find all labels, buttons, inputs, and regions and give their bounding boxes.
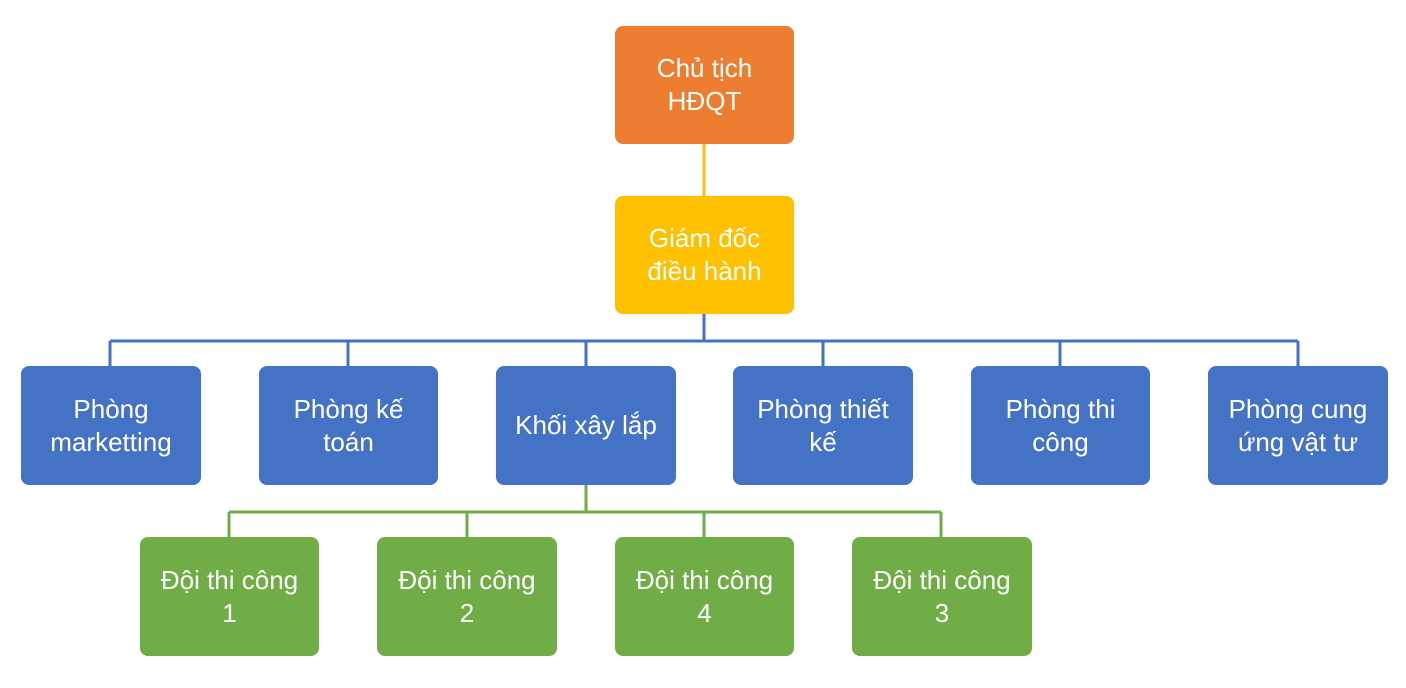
node-label-line2: ứng vật tư [1237, 426, 1359, 457]
node-label-line1: Phòng cung [1228, 393, 1368, 424]
node-label-line1: Phòng thiết [757, 393, 889, 424]
node-design-department: Phòng thiết kế [733, 366, 913, 485]
node-label-line1: Phòng [73, 393, 149, 424]
node-label-line1: Phòng thi [1005, 393, 1116, 424]
node-execution-department: Phòng thi công [971, 366, 1150, 485]
node-label-line2: 1 [222, 597, 237, 628]
node-chairman-line2: HĐQT [667, 86, 742, 116]
node-accounting-department: Phòng kế toán [259, 366, 438, 485]
node-label-line1: Đội thi công [160, 564, 299, 595]
node-team-3: Đội thi công 3 [852, 537, 1032, 656]
node-team-4: Đội thi công 4 [615, 537, 794, 656]
node-construction-block: Khối xây lắp [496, 366, 676, 485]
node-label-line2: 3 [934, 597, 950, 628]
node-label-line1: Phòng kế [293, 393, 404, 424]
node-label-line2: 4 [697, 597, 712, 628]
node-team-2: Đội thi công 2 [377, 537, 557, 656]
node-label-line1: Đội thi công [398, 564, 536, 595]
node-team-1: Đội thi công 1 [140, 537, 319, 656]
node-chairman: Chủ tịch HĐQT [615, 26, 794, 144]
node-chairman-line1: Chủ tịch [656, 53, 753, 83]
node-label-line1: Khối xây lắp [515, 410, 657, 440]
node-label-line2: công [1032, 426, 1089, 457]
node-label-line1: Đội thi công [873, 564, 1011, 595]
node-label-line2: kế [809, 426, 837, 457]
node-label-line2: toán [323, 426, 374, 457]
node-label-line2: 2 [459, 597, 475, 628]
node-label-line1: Đội thi công [635, 564, 774, 595]
node-supply-department: Phòng cung ứng vật tư [1208, 366, 1388, 485]
node-marketing-department: Phòng marketting [21, 366, 201, 485]
node-director-line1: Giám đốc [648, 223, 761, 253]
node-executive-director: Giám đốc điều hành [615, 196, 794, 314]
node-director-line2: điều hành [647, 256, 762, 286]
node-label-line2: marketting [50, 426, 172, 457]
